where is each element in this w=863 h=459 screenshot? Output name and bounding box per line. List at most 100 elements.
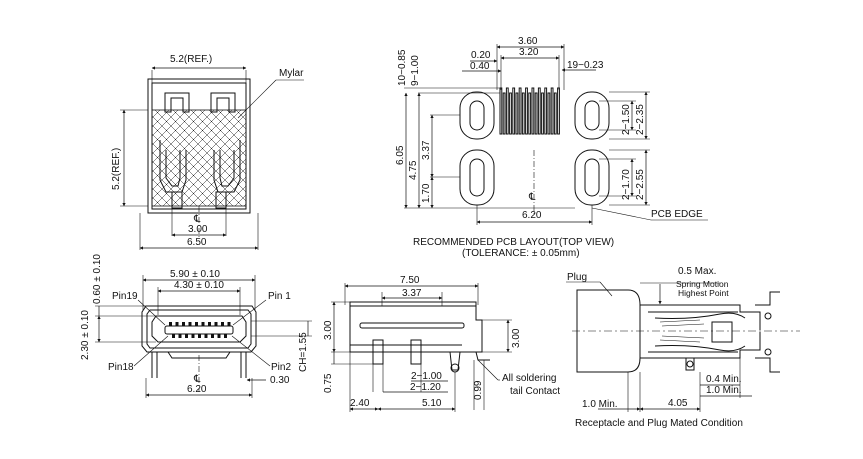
mylar-label: Mylar bbox=[279, 68, 304, 79]
dim-10-085: 10−0.85 bbox=[397, 49, 408, 86]
dim-2-170: 2−1.70 bbox=[621, 169, 632, 200]
pcb-pin-pad bbox=[525, 87, 528, 135]
pcb-pin-pad bbox=[553, 92, 557, 135]
pcb-pin-pad bbox=[521, 92, 525, 135]
spring-label-2: Highest Point bbox=[678, 288, 729, 298]
pin18-label: Pin18 bbox=[108, 362, 134, 373]
dim-300: 3.00 bbox=[188, 224, 208, 235]
pcb-pin-pad bbox=[537, 87, 541, 135]
pcb-pin-pad bbox=[502, 92, 506, 135]
front-pin-contact bbox=[172, 334, 175, 338]
front-pin-contact bbox=[208, 322, 211, 326]
center-mark: ℄ bbox=[193, 214, 201, 225]
dim-030: 0.30 bbox=[270, 375, 290, 386]
pcb-pin-pad bbox=[499, 87, 503, 135]
front-pin-contact bbox=[198, 334, 201, 338]
mated-caption: Receptacle and Plug Mated Condition bbox=[575, 418, 743, 429]
front-center-mark: ℄ bbox=[193, 374, 201, 385]
side-dim-075: 0.75 bbox=[323, 373, 334, 393]
dim-230: 2.30 ± 0.10 bbox=[80, 310, 91, 360]
dim-360: 3.60 bbox=[518, 36, 538, 47]
pcb-pin-pad bbox=[531, 87, 535, 135]
mated-view: Plug 0.5 Max. Spring Motion Highest Poin… bbox=[566, 266, 800, 429]
min10r-label: 1.0 Min. bbox=[706, 385, 742, 396]
pcb-pin-pad bbox=[515, 92, 519, 135]
dim-650: 6.50 bbox=[187, 237, 207, 248]
pcb-layout: 3.60 3.20 0.20 0.40 19−0.23 10−0.85 9−1.… bbox=[395, 36, 708, 259]
dim-475: 4.75 bbox=[408, 160, 419, 180]
front-pin-contact bbox=[211, 334, 214, 338]
min04-label: 0.4 Min. bbox=[706, 374, 742, 385]
side-dim-337: 3.37 bbox=[402, 288, 422, 299]
ch-label: CH=1.55 bbox=[298, 332, 309, 372]
dim-2-150: 2−1.50 bbox=[621, 104, 632, 135]
spring-label-1: Spring Motion bbox=[676, 279, 729, 289]
front-pin-contact bbox=[175, 322, 179, 326]
front-pin-contact bbox=[201, 322, 205, 326]
side-dim-2-100: 2−1.00 bbox=[411, 371, 442, 382]
plug-label: Plug bbox=[567, 272, 587, 283]
dim-020: 0.20 bbox=[471, 50, 491, 61]
pcb-pin-pad bbox=[505, 87, 509, 135]
pcb-pin-pad bbox=[512, 87, 516, 135]
side-dim-750: 7.50 bbox=[400, 275, 420, 286]
front-dim-620: 6.20 bbox=[187, 384, 207, 395]
front-pin-contact bbox=[178, 334, 182, 338]
pin2-label: Pin2 bbox=[271, 362, 291, 373]
dim-2-255: 2−2.55 bbox=[635, 169, 646, 200]
side-dim-099: 0.99 bbox=[473, 380, 484, 400]
side-view: 7.50 3.37 3.00 3.00 2−1.00 2−1.20 bbox=[323, 275, 560, 412]
pcb-pin-pad bbox=[557, 87, 560, 135]
side-dim-2-120: 2−1.20 bbox=[410, 382, 441, 393]
pcb-dim-620: 6.20 bbox=[522, 210, 542, 221]
dim-9-100: 9−1.00 bbox=[410, 55, 421, 86]
pcb-pin-pad bbox=[544, 87, 548, 135]
pcb-pin-pad bbox=[534, 92, 538, 135]
front-pin-contact bbox=[182, 322, 185, 326]
dim-060: 0.60 ± 0.10 bbox=[92, 254, 103, 304]
dim-605: 6.05 bbox=[395, 145, 406, 165]
front-pin-contact bbox=[188, 322, 192, 326]
front-pin-contact bbox=[221, 322, 224, 326]
front-pin-contact bbox=[214, 322, 218, 326]
min10l-label: 1.0 Min. bbox=[582, 399, 618, 410]
ref-width-label: 5.2(REF.) bbox=[170, 54, 212, 65]
pcb-pin-pad bbox=[528, 92, 532, 135]
dim-2-235: 2−2.35 bbox=[635, 104, 646, 135]
front-pin-contact bbox=[227, 322, 231, 326]
dim-337: 3.37 bbox=[421, 140, 432, 160]
front-pin-contact bbox=[185, 334, 188, 338]
dim-040: 0.40 bbox=[470, 61, 490, 72]
dim-320: 3.20 bbox=[519, 47, 539, 58]
side-dim-300-right: 3.00 bbox=[511, 328, 522, 348]
pcb-pin-pad bbox=[518, 87, 522, 135]
dim-405: 4.05 bbox=[668, 398, 688, 409]
side-dim-300-left: 3.00 bbox=[323, 320, 334, 340]
solder-note-2: tail Contact bbox=[510, 386, 560, 397]
top-view-receptacle: 5.2(REF.) Mylar 5.2(REF.) ℄ 3.00 bbox=[111, 54, 304, 250]
side-dim-510: 5.10 bbox=[422, 398, 442, 409]
pcb-pin-pad bbox=[509, 92, 512, 135]
ref-height-label: 5.2(REF.) bbox=[111, 148, 122, 190]
solder-note-1: All soldering bbox=[502, 373, 556, 384]
pin19-label: Pin19 bbox=[112, 291, 138, 302]
dim-170: 1.70 bbox=[421, 183, 432, 203]
front-pin-contact bbox=[191, 334, 195, 338]
dim-430: 4.30 ± 0.10 bbox=[174, 280, 224, 291]
pcb-edge-label: PCB EDGE bbox=[651, 209, 703, 220]
pcb-pin-pad bbox=[547, 92, 551, 135]
front-pin-contacts bbox=[169, 322, 231, 338]
pcb-pin-pad bbox=[550, 87, 554, 135]
front-pin-contact bbox=[195, 322, 198, 326]
pcb-layout-title: RECOMMENDED PCB LAYOUT(TOP VIEW) bbox=[413, 237, 614, 248]
dim-590: 5.90 ± 0.10 bbox=[170, 269, 220, 280]
pcb-center-mark: ℄ bbox=[528, 192, 536, 203]
front-pin-contact bbox=[169, 322, 172, 326]
pcb-tolerance: (TOLERANCE: ± 0.05mm) bbox=[462, 248, 580, 259]
front-pin-contact bbox=[204, 334, 208, 338]
dim-19-023: 19−0.23 bbox=[567, 60, 604, 71]
max05-label: 0.5 Max. bbox=[678, 266, 716, 277]
pin1-label: Pin 1 bbox=[268, 291, 291, 302]
front-view: 5.90 ± 0.10 4.30 ± 0.10 Pin19 Pin 1 Pin1… bbox=[80, 254, 312, 398]
